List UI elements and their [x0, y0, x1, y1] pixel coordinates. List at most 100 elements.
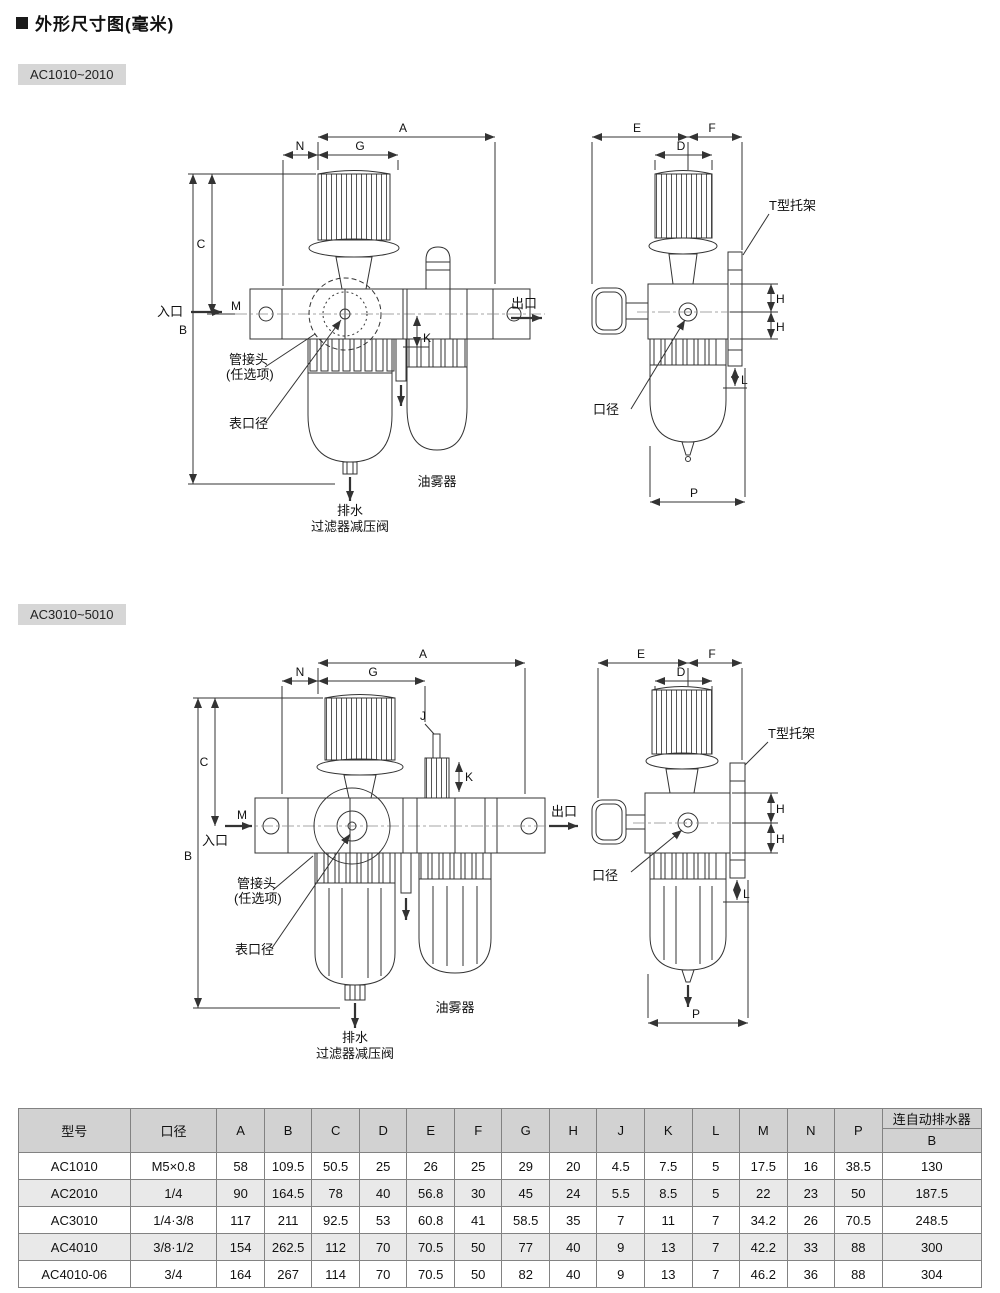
- cell-value: 42.2: [739, 1233, 788, 1261]
- label-gauge-port: 表口径: [235, 942, 274, 957]
- label-optional: (任选项): [226, 367, 274, 382]
- cell-model: AC2010: [18, 1179, 131, 1207]
- cell-value: 50.5: [311, 1152, 360, 1180]
- cell-value: 82: [501, 1260, 550, 1288]
- filter-bowl-side: [649, 878, 727, 971]
- gauge-circle: [308, 277, 382, 351]
- dim-label-b: B: [179, 323, 187, 337]
- column-header-dim-e: E: [406, 1108, 455, 1153]
- regulator-knob: [324, 697, 396, 761]
- column-header-dim-l: L: [691, 1108, 741, 1153]
- cell-bore: 3/4: [129, 1260, 218, 1288]
- gauge-circle: [313, 787, 391, 865]
- cell-value: 117: [216, 1206, 265, 1234]
- dim-label-h2: H: [776, 832, 785, 846]
- dim-label-a: A: [419, 647, 427, 661]
- cell-value: 70.5: [406, 1260, 455, 1288]
- column-header-dim-h: H: [548, 1108, 598, 1153]
- t-bracket-plate: [729, 762, 746, 879]
- cell-value: 29: [501, 1152, 550, 1180]
- cell-value: 13: [644, 1260, 693, 1288]
- cell-bore: 1/4·3/8: [129, 1206, 218, 1234]
- cell-bore: 3/8·1/2: [129, 1233, 218, 1261]
- cell-value: 46.2: [739, 1260, 788, 1288]
- frl-side-dimensions: E F D H H L P 口径 T型托架: [591, 121, 816, 506]
- cell-value: 88: [834, 1260, 883, 1288]
- cell-model: AC4010-06: [18, 1260, 131, 1288]
- cell-value: 58: [216, 1152, 265, 1180]
- label-lubricator: 油雾器: [417, 474, 456, 489]
- cell-value: 90: [216, 1179, 265, 1207]
- cell-model: AC1010: [18, 1152, 131, 1180]
- column-header-bore: 口径: [129, 1108, 218, 1153]
- cell-value: 20: [548, 1152, 598, 1180]
- cell-value: 187.5: [881, 1179, 983, 1207]
- cell-value: 11: [644, 1206, 693, 1234]
- cell-value: 5: [691, 1152, 741, 1180]
- dim-label-h2: H: [776, 320, 785, 334]
- column-header-dim-k: K: [644, 1108, 693, 1153]
- column-header-dim-d: D: [358, 1108, 408, 1153]
- section-badge-ac3010-5010: AC3010~5010: [18, 604, 126, 625]
- cell-value: 38.5: [834, 1152, 883, 1180]
- label-inlet: 入口: [157, 304, 183, 319]
- column-header-model: 型号: [18, 1108, 131, 1153]
- cell-value: 92.5: [311, 1206, 360, 1234]
- column-header-dim-n: N: [786, 1108, 836, 1153]
- t-bracket-plate: [727, 251, 743, 367]
- label-pipe-joint: 管接头: [237, 876, 276, 891]
- section-badge-ac1010-2010: AC1010~2010: [18, 64, 126, 85]
- cell-value: 40: [548, 1260, 598, 1288]
- cell-value: 267: [263, 1260, 313, 1288]
- cell-value: 70.5: [406, 1233, 455, 1261]
- column-header-auto-drain-b: B: [881, 1128, 983, 1153]
- label-drain: 排水: [342, 1030, 368, 1045]
- cell-value: 23: [786, 1179, 836, 1207]
- cell-value: 78: [311, 1179, 360, 1207]
- column-header-dim-a: A: [216, 1108, 265, 1153]
- cell-value: 154: [216, 1233, 265, 1261]
- regulator-knob-side: [654, 173, 713, 239]
- column-header-dim-p: P: [834, 1108, 883, 1153]
- column-header-auto-drain: 连自动排水器: [881, 1108, 983, 1129]
- cell-value: 33: [786, 1233, 836, 1261]
- cell-value: 53: [358, 1206, 408, 1234]
- cell-value: 9: [596, 1260, 645, 1288]
- cell-value: 304: [881, 1260, 983, 1288]
- cell-value: 77: [501, 1233, 550, 1261]
- cell-value: 112: [311, 1233, 360, 1261]
- dim-label-b: B: [184, 849, 192, 863]
- cell-value: 45: [501, 1179, 550, 1207]
- dim-label-f: F: [708, 647, 715, 661]
- cell-value: 70.5: [834, 1206, 883, 1234]
- frl-front-dimensions-2: A N G J K C B M 入口 出口 管接头 (任选项) 表口径 排水 过…: [184, 647, 577, 1061]
- label-filter-regulator: 过滤器减压阀: [311, 519, 389, 534]
- dim-label-n: N: [296, 665, 305, 679]
- body-block-side: [647, 283, 729, 340]
- cell-value: 114: [311, 1260, 360, 1288]
- column-header-dim-b: B: [263, 1108, 313, 1153]
- frl-front-view: [191, 170, 545, 501]
- dim-label-l: L: [743, 887, 750, 901]
- cell-value: 109.5: [263, 1152, 313, 1180]
- filter-bowl-side: [649, 364, 727, 443]
- cell-value: 25: [453, 1152, 503, 1180]
- cell-value: 7.5: [644, 1152, 693, 1180]
- cell-value: 164: [216, 1260, 265, 1288]
- cell-value: 40: [548, 1233, 598, 1261]
- cell-model: AC4010: [18, 1233, 131, 1261]
- regulator-knob-side: [651, 689, 713, 755]
- drawing-ac1010-2010: A N G C B M K 入口 出口 管接头 (任选项) 表口径 排水 过滤器…: [157, 121, 816, 534]
- column-header-dim-g: G: [501, 1108, 550, 1153]
- cell-value: 130: [881, 1152, 983, 1180]
- drawing-ac3010-5010: A N G J K C B M 入口 出口 管接头 (任选项) 表口径 排水 过…: [184, 647, 815, 1061]
- cell-model: AC3010: [18, 1206, 131, 1234]
- cell-value: 17.5: [739, 1152, 788, 1180]
- title-bullet-icon: [16, 16, 28, 29]
- dim-label-m: M: [231, 299, 241, 313]
